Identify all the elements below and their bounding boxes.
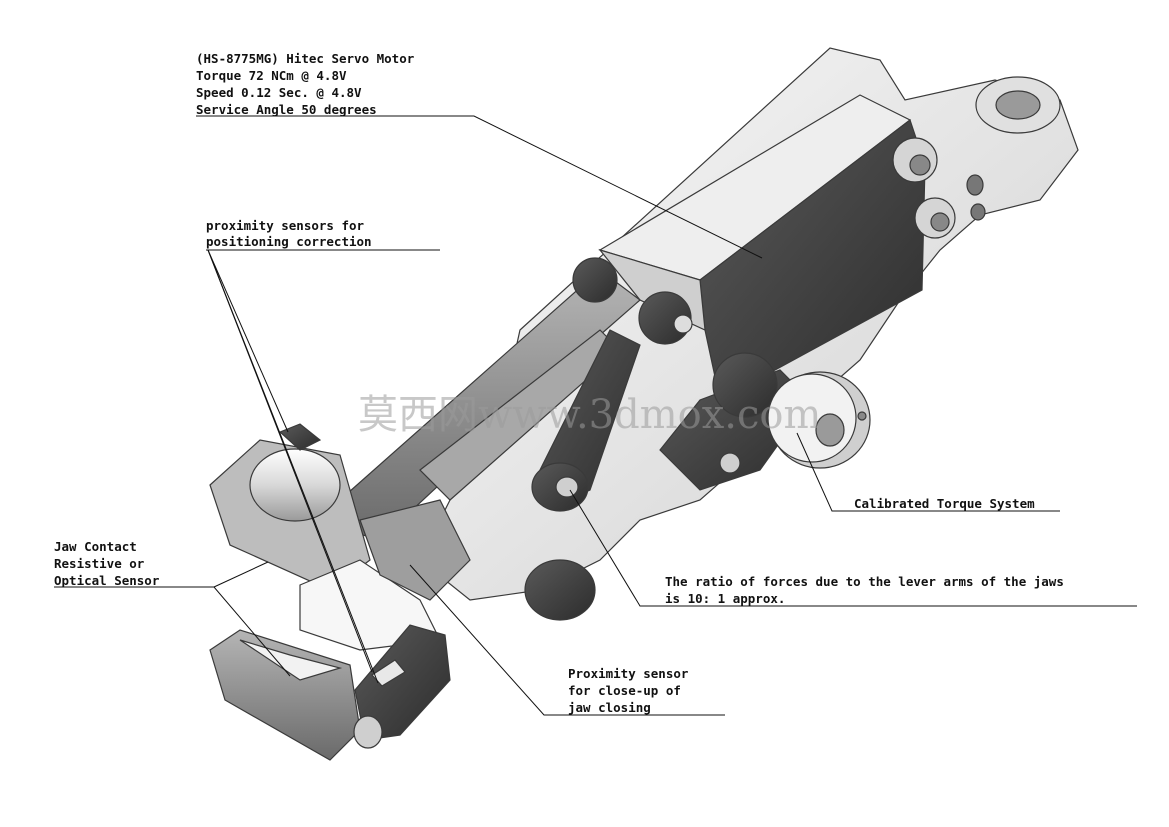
gripper-mechanism bbox=[209, 47, 1079, 761]
pivot-roller bbox=[572, 257, 618, 303]
callout-text: Speed 0.12 Sec. @ 4.8V bbox=[196, 85, 362, 100]
callout-text: Calibrated Torque System bbox=[854, 496, 1035, 511]
jaw-channel bbox=[359, 499, 471, 601]
callout-text: positioning correction bbox=[206, 234, 372, 249]
callout-text: Proximity sensor bbox=[568, 666, 689, 681]
watermark-text: 莫西网www.3dmox.com bbox=[358, 392, 821, 438]
mount-hole bbox=[995, 90, 1041, 120]
callout-proximity-closeup: Proximity sensor for close-up of jaw clo… bbox=[568, 666, 689, 715]
jaw-roller bbox=[249, 448, 341, 522]
callout-text: (HS-8775MG) Hitec Servo Motor bbox=[196, 51, 415, 66]
servo-leader bbox=[196, 115, 763, 259]
callout-text: Torque 72 NCm @ 4.8V bbox=[196, 68, 347, 83]
callout-torque-system: Calibrated Torque System bbox=[854, 496, 1035, 511]
callout-text: jaw closing bbox=[568, 700, 651, 715]
proximity-closeup-leader bbox=[409, 564, 725, 716]
front-jaw-face bbox=[239, 639, 343, 681]
pivot-roller bbox=[638, 291, 693, 345]
callout-text: is 10: 1 approx. bbox=[665, 591, 785, 606]
servo-screw bbox=[892, 137, 938, 183]
lower-knob bbox=[524, 559, 596, 621]
torque-hub-dark bbox=[712, 352, 778, 418]
torque-link-pin bbox=[719, 452, 741, 474]
lever-ratio-leader bbox=[569, 489, 1137, 607]
jaw-pivot bbox=[531, 462, 589, 512]
callout-text: Jaw Contact bbox=[54, 539, 137, 554]
callout-lever-ratio: The ratio of forces due to the lever arm… bbox=[665, 574, 1064, 606]
servo-screw bbox=[914, 197, 956, 239]
callout-servo: (HS-8775MG) Hitec Servo Motor Torque 72 … bbox=[196, 51, 415, 117]
proximity-positioning-leader bbox=[207, 249, 373, 673]
callout-text: Optical Sensor bbox=[54, 573, 160, 588]
frame-hole bbox=[970, 203, 986, 221]
torque-system-leader bbox=[796, 432, 1060, 512]
callout-text: for close-up of bbox=[568, 683, 681, 698]
callout-jaw-contact: Jaw Contact Resistive or Optical Sensor bbox=[54, 539, 160, 588]
torque-wheel bbox=[767, 371, 871, 469]
callout-text: Service Angle 50 degrees bbox=[196, 102, 377, 117]
callout-text: Resistive or bbox=[54, 556, 145, 571]
jaw-hinge bbox=[353, 715, 383, 749]
frame-hole bbox=[966, 174, 984, 196]
front-jaw-fixed bbox=[209, 629, 361, 761]
leader-lines bbox=[54, 115, 1137, 716]
jaw-contact-leader bbox=[213, 561, 269, 588]
callout-text: proximity sensors for bbox=[206, 218, 365, 233]
jaw-contact-pad bbox=[371, 659, 406, 687]
callout-proximity-positioning: proximity sensors for positioning correc… bbox=[206, 218, 372, 249]
proximity-positioning-leader bbox=[207, 249, 289, 433]
jaw-sensor-pad bbox=[278, 423, 322, 451]
callout-text: The ratio of forces due to the lever arm… bbox=[665, 574, 1064, 589]
